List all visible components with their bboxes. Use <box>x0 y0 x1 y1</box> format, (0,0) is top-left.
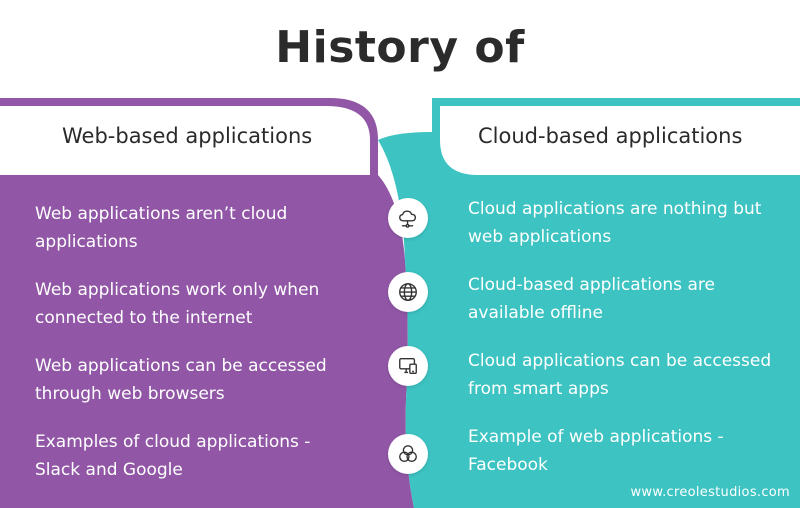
right-item-4: Example of web applications - Facebook <box>468 427 724 475</box>
left-header-box <box>0 106 370 175</box>
page-title: History of <box>275 22 525 73</box>
right-item-3: Cloud applications can be accessed from … <box>468 351 772 399</box>
right-item-1: Cloud applications are nothing but web a… <box>468 199 762 247</box>
devices-icon <box>388 346 428 386</box>
left-item-4: Examples of cloud applications - Slack a… <box>35 432 311 480</box>
teal-panel <box>378 98 800 508</box>
left-item-1: Web applications aren’t cloud applicatio… <box>35 204 288 252</box>
right-item-2: Cloud-based applications are available o… <box>468 275 715 323</box>
right-header-label: Cloud-based applications <box>478 124 743 148</box>
purple-body <box>0 175 414 508</box>
globe-icon <box>388 272 428 312</box>
right-header-box <box>440 106 800 175</box>
left-item-2: Web applications work only when connecte… <box>35 280 320 328</box>
overlapping-circles-icon <box>388 434 428 474</box>
cloud-network-icon <box>388 198 428 238</box>
footer-url: www.creolestudios.com <box>630 485 790 500</box>
left-header-label: Web-based applications <box>62 124 313 148</box>
left-item-3: Web applications can be accessed through… <box>35 356 327 404</box>
